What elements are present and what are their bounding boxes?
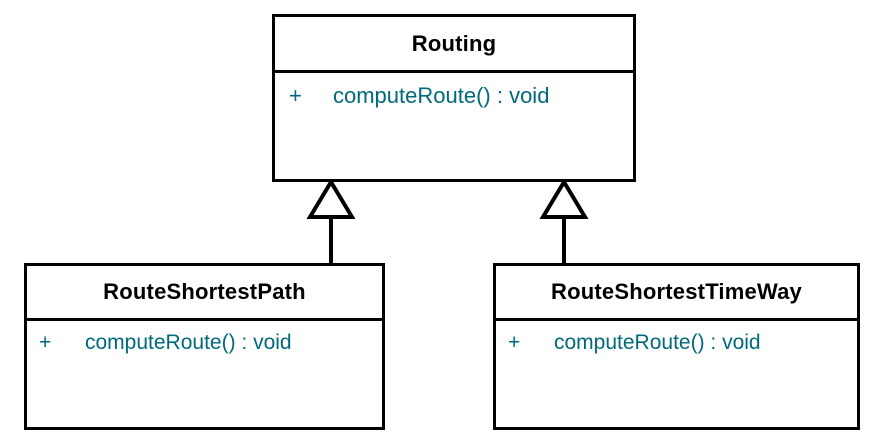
generalization-arrowhead-right — [539, 178, 589, 219]
uml-members-compartment-route-shortest-time-way: + computeRoute() : void — [496, 321, 857, 427]
uml-member-signature: computeRoute() : void — [554, 331, 761, 354]
generalization-edge-route-shortest-path — [306, 178, 356, 263]
uml-class-name-routing: Routing — [411, 30, 497, 56]
uml-class-route-shortest-path[interactable]: RouteShortestPath + computeRoute() : voi… — [24, 263, 385, 430]
generalization-edge-route-shortest-time-way — [539, 178, 589, 263]
uml-class-name-route-shortest-path: RouteShortestPath — [103, 279, 306, 304]
uml-member-signature: computeRoute() : void — [333, 83, 550, 108]
uml-member-row: + computeRoute() : void — [496, 331, 857, 355]
uml-members-compartment-routing: + computeRoute() : void — [275, 73, 633, 179]
uml-class-routing[interactable]: Routing + computeRoute() : void — [272, 14, 636, 182]
uml-members-compartment-route-shortest-path: + computeRoute() : void — [27, 321, 382, 427]
uml-member-visibility: + — [508, 331, 521, 354]
uml-member-visibility: + — [39, 331, 52, 354]
uml-member-signature: computeRoute() : void — [85, 331, 292, 354]
uml-member-row: + computeRoute() : void — [275, 83, 633, 109]
uml-member-row: + computeRoute() : void — [27, 331, 382, 355]
generalization-arrowhead-left — [306, 178, 356, 219]
uml-class-name-route-shortest-time-way: RouteShortestTimeWay — [551, 279, 802, 304]
uml-class-route-shortest-time-way[interactable]: RouteShortestTimeWay + computeRoute() : … — [493, 263, 860, 430]
uml-name-compartment-route-shortest-time-way: RouteShortestTimeWay — [496, 266, 857, 321]
uml-name-compartment-route-shortest-path: RouteShortestPath — [27, 266, 382, 321]
uml-name-compartment-routing: Routing — [275, 17, 633, 73]
uml-member-visibility: + — [289, 83, 302, 108]
